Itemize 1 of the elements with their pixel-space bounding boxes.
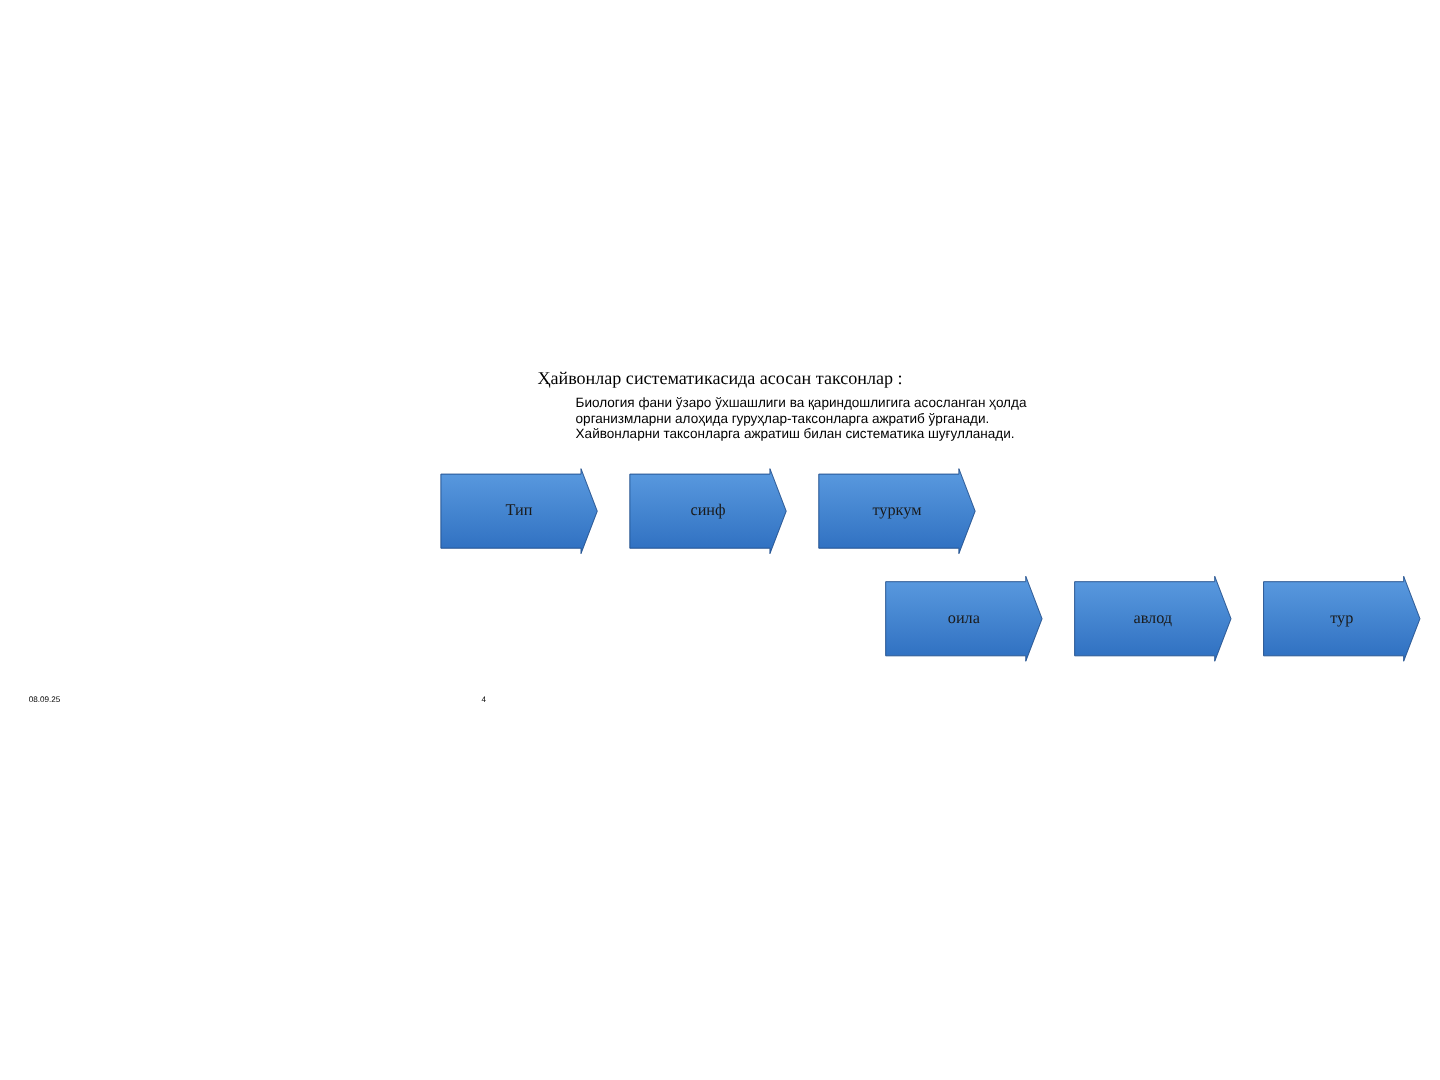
diagram-title: Ҳайвонлар систематикасида асосан таксонлар : [537, 366, 903, 387]
